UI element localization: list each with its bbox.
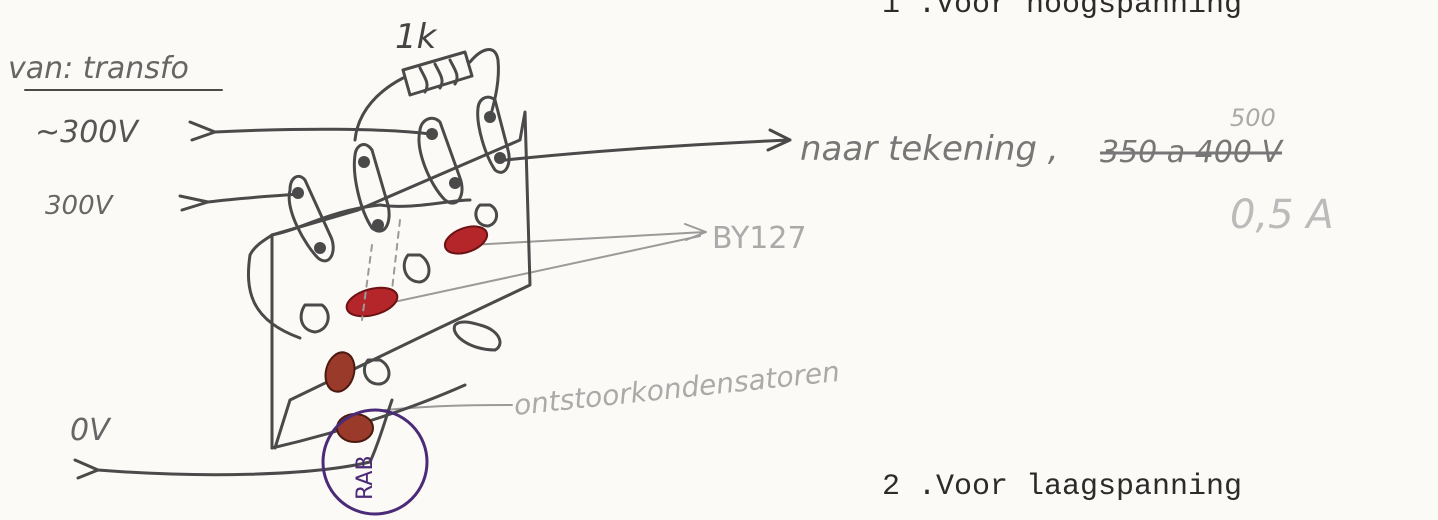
- label-diode-type: BY127: [712, 221, 807, 256]
- wire-0v-bottom-in: [73, 398, 394, 480]
- label-input-0v-top: 300V: [45, 191, 115, 221]
- label-resistor-1k: 1k: [395, 17, 438, 57]
- label-input-0v-bottom: 0V: [70, 413, 112, 448]
- label-current: 0,5 A: [1230, 192, 1334, 238]
- diode-pointer-2: [379, 235, 701, 306]
- terminal-board: [246, 110, 532, 450]
- label-voltage-new: 500: [1230, 104, 1276, 132]
- stamp-circle: [321, 408, 429, 516]
- resistor-1k: [353, 48, 500, 142]
- heading-low-voltage: 2 .Voor laagspanning: [882, 470, 1243, 504]
- label-to-circuit: naar tekening ,: [800, 129, 1059, 169]
- label-voltage-crossed: 350 a 400 V: [1100, 135, 1285, 170]
- stamp-text: RAB: [353, 455, 378, 500]
- label-input-300v: ~300V: [35, 115, 140, 150]
- wire-0v-top-in: [178, 192, 302, 212]
- terminal-dots: [292, 111, 506, 254]
- red-capacitors: [324, 351, 374, 443]
- wire-output: [503, 128, 792, 162]
- wire-300v-in: [188, 120, 432, 142]
- label-capacitors: ontstoorkondensatoren: [512, 355, 841, 422]
- heading-high-voltage: 1 .Voor hoogspanning: [882, 0, 1243, 22]
- label-from-transfo: van: transfo: [8, 51, 189, 86]
- red-diodes: [345, 225, 489, 318]
- terminal-lugs: [287, 95, 511, 386]
